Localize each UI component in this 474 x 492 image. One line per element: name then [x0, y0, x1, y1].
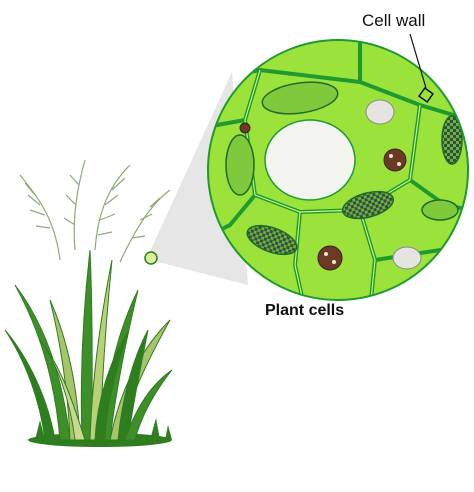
plant-cells-label: Plant cells [265, 302, 344, 319]
nuclei [239, 122, 407, 271]
nucleus [317, 245, 343, 271]
chloroplast [441, 115, 463, 165]
grass-panicles [19, 159, 171, 263]
nucleus [383, 148, 407, 172]
grass-tufts [35, 418, 172, 440]
chloroplast [421, 199, 459, 221]
cell-wall-label: Cell wall [362, 11, 425, 30]
small-vacuoles [365, 99, 422, 270]
grass-plant [4, 159, 173, 447]
chloroplast [225, 134, 255, 196]
nucleus [239, 122, 251, 134]
chloroplasts [225, 81, 463, 256]
sample-spot [144, 251, 158, 265]
cell-wall-marker [417, 86, 435, 104]
central-vacuole [264, 119, 356, 201]
grass-leaves [4, 249, 173, 441]
chloroplast [341, 190, 395, 220]
chloroplast [246, 224, 298, 256]
chloroplast [261, 81, 339, 115]
cell-wall-leader [409, 33, 427, 89]
magnified-cells [207, 39, 469, 301]
